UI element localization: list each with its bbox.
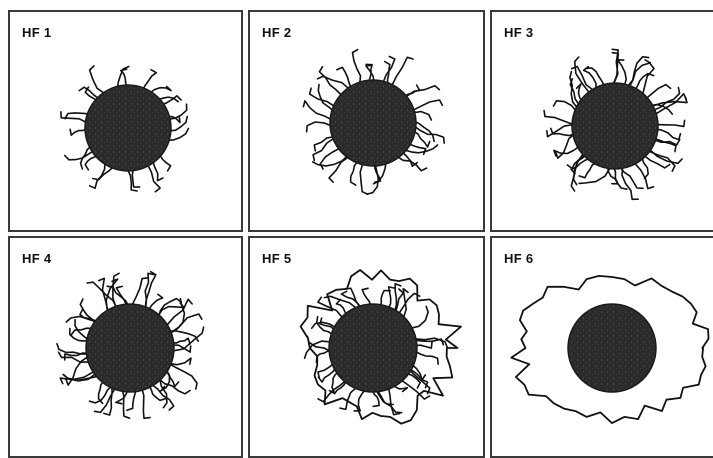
nucleus <box>572 83 658 169</box>
cell-illustration <box>10 12 243 232</box>
nucleus <box>85 85 171 171</box>
panel-hf-2: HF 2 <box>248 10 485 232</box>
panel-hf-3: HF 3 <box>490 10 713 232</box>
panel-hf-5: HF 5 <box>248 236 485 458</box>
cell-illustration <box>10 238 243 458</box>
panel-hf-4: HF 4 <box>8 236 243 458</box>
panel-hf-1: HF 1 <box>8 10 243 232</box>
cell-illustration <box>492 12 713 232</box>
nucleus <box>568 304 656 392</box>
nucleus <box>86 304 174 392</box>
cell-illustration <box>250 12 485 232</box>
nucleus <box>329 304 417 392</box>
panel-hf-6: HF 6 <box>490 236 713 458</box>
nucleus <box>330 80 416 166</box>
cell-illustration <box>250 238 485 458</box>
cell-illustration <box>492 238 713 458</box>
